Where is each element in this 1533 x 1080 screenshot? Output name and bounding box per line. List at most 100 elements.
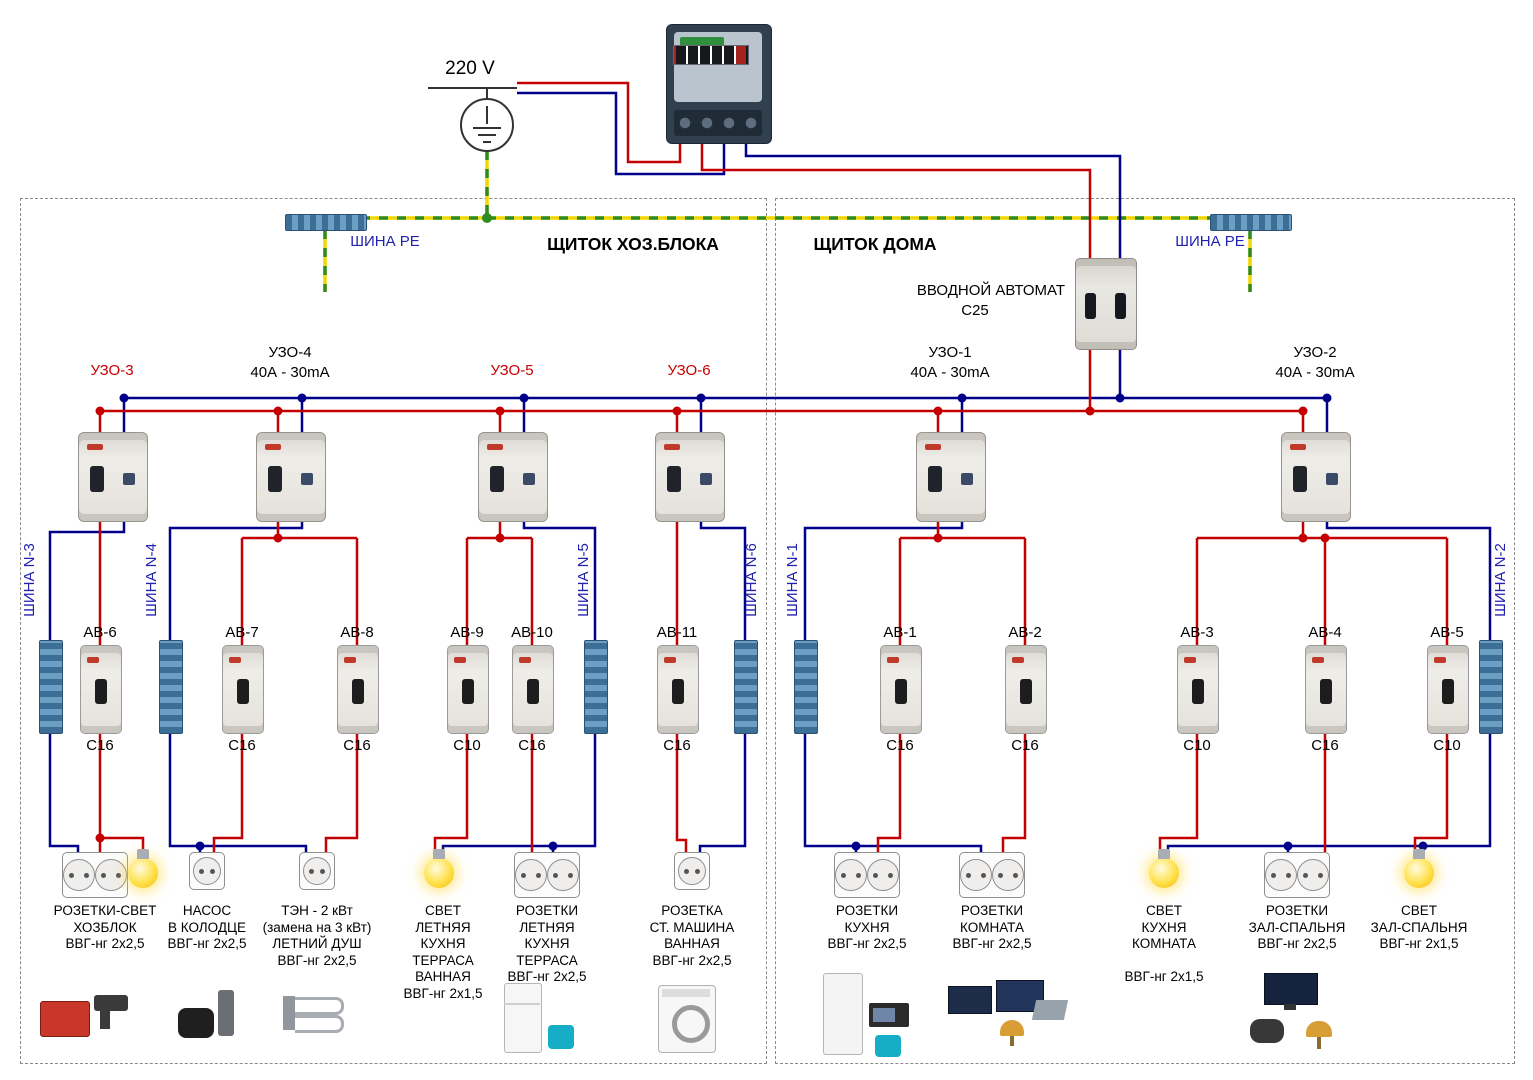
n-bus-label-n4: ШИНА N-4 — [143, 543, 160, 617]
double-socket-icon — [514, 852, 580, 898]
room-electronics-image — [948, 978, 1069, 1048]
socket-outlet — [1297, 859, 1329, 891]
breaker-rating-av1: C16 — [886, 737, 914, 754]
rcd-rating-uzo2: 40А - 30mA — [1275, 364, 1355, 381]
breaker-label-av5: АВ-5 — [1430, 624, 1464, 641]
breaker-device-av9 — [447, 645, 489, 734]
breaker-device-av1 — [880, 645, 922, 734]
main-breaker-rating: С25 — [961, 302, 989, 319]
phase-wires — [98, 81, 1449, 852]
fridge-image — [504, 983, 542, 1053]
breaker-rating-av3: C10 — [1183, 737, 1211, 754]
breaker-device-av11 — [657, 645, 699, 734]
n-busbar-n2 — [1479, 640, 1503, 734]
supply-voltage-label: 220 V — [445, 58, 495, 79]
main-circuit-breaker — [1075, 258, 1137, 350]
rcd-device-uzo3 — [78, 432, 148, 522]
main-breaker-label: ВВОДНОЙ АВТОМАТ — [916, 282, 1065, 299]
breaker-rating-av4: C16 — [1311, 737, 1339, 754]
drill-handle-image — [100, 1011, 110, 1029]
lamp-icon — [128, 849, 158, 888]
phase-junction-dots — [95, 406, 1330, 843]
pe-wire — [323, 151, 1252, 292]
rcd-test-button — [1326, 473, 1338, 485]
n-bus-label-n6: ШИНА N-6 — [743, 543, 760, 617]
rcd-rating-uzo1: 40А - 30mA — [910, 364, 990, 381]
breaker-device-av6 — [80, 645, 122, 734]
breaker-device-av8 — [337, 645, 379, 734]
pe-busbar-house — [1210, 214, 1292, 231]
rcd-device-uzo6 — [655, 432, 725, 522]
breaker-rating-av9: C10 — [453, 737, 481, 754]
ten-tube-image — [295, 1015, 344, 1033]
pe-busbar-hozblok — [285, 214, 367, 231]
meter-counter-display — [673, 45, 749, 65]
rcd-test-button — [961, 473, 973, 485]
hozblok-panel-border — [20, 198, 767, 1064]
hall-appliances-image — [1250, 973, 1346, 1059]
lamp-icon — [1149, 849, 1179, 888]
drill-image — [94, 995, 128, 1011]
meter-face — [674, 32, 762, 102]
socket-outlet — [835, 859, 867, 891]
load-label: РОЗЕТКИ КОМНАТА ВВГ-нг 2х2,5 — [952, 903, 1032, 951]
socket-icon — [189, 852, 225, 890]
socket-outlet — [193, 857, 221, 885]
n-bus-label-n2: ШИНА N-2 — [1492, 543, 1509, 617]
breaker-rating-av8: C16 — [343, 737, 371, 754]
breaker-label-av9: АВ-9 — [450, 624, 484, 641]
breaker-label-av6: АВ-6 — [83, 624, 117, 641]
breaker-device-av7 — [222, 645, 264, 734]
fridge-image — [823, 973, 863, 1055]
rcd-device-uzo1 — [916, 432, 986, 522]
washer-drum-image — [672, 1005, 710, 1043]
microwave-window — [873, 1008, 895, 1022]
rcd-test-button — [123, 473, 135, 485]
load-label: РОЗЕТКИ-СВЕТ ХОЗБЛОК ВВГ-нг 2х2,5 — [53, 903, 157, 951]
load-label: СВЕТ КУХНЯ КОМНАТА ВВГ-нг 2х1,5 — [1124, 903, 1204, 984]
table-lamp-base — [1317, 1037, 1321, 1049]
socket-icon — [299, 852, 335, 890]
rcd-label-uzo6: УЗО-6 — [667, 362, 711, 379]
laptop-image — [1031, 1000, 1069, 1020]
table-lamp-image — [1306, 1021, 1332, 1037]
breaker-rating-av11: C16 — [663, 737, 691, 754]
lamp-icon — [1404, 849, 1434, 888]
socket-outlet — [678, 857, 706, 885]
rcd-device-uzo2 — [1281, 432, 1351, 522]
double-socket-icon — [959, 852, 1025, 898]
rcd-device-uzo4 — [256, 432, 326, 522]
kitchen-appliances-image — [823, 973, 915, 1061]
breaker-device-av2 — [1005, 645, 1047, 734]
breaker-label-av4: АВ-4 — [1308, 624, 1342, 641]
load-label: СВЕТ ЛЕТНЯЯ КУХНЯ ТЕРРАСА ВАННАЯ ВВГ-нг … — [403, 903, 483, 1001]
house-panel-title: ЩИТОК ДОМА — [813, 234, 937, 254]
socket-outlet — [547, 859, 579, 891]
breaker-label-av7: АВ-7 — [225, 624, 259, 641]
breaker-device-av10 — [512, 645, 554, 734]
breaker-rating-av7: C16 — [228, 737, 256, 754]
rcd-label-uzo3: УЗО-3 — [90, 362, 134, 379]
double-socket-icon — [834, 852, 900, 898]
washing-machine-image — [658, 985, 718, 1055]
load-label: РОЗЕТКИ ЛЕТНЯЯ КУХНЯ ТЕРРАСА ВВГ-нг 2х2,… — [507, 903, 587, 984]
neutral-junction-dots — [119, 393, 1428, 851]
tv-image — [948, 986, 992, 1014]
tv-stand — [1284, 1004, 1296, 1010]
socket-outlet — [95, 859, 127, 891]
breaker-rating-av5: C10 — [1433, 737, 1461, 754]
pe-bus-label-left: ШИНА PE — [350, 233, 420, 250]
welding-machine-image — [40, 1001, 90, 1037]
kettle-image — [548, 1025, 574, 1049]
ground-symbol — [428, 87, 517, 152]
breaker-label-av3: АВ-3 — [1180, 624, 1214, 641]
n-bus-label-n1: ШИНА N-1 — [784, 543, 801, 617]
socket-outlet — [515, 859, 547, 891]
n-busbar-n6 — [734, 640, 758, 734]
n-busbar-n3 — [39, 640, 63, 734]
hozblok-appliances-image — [40, 985, 140, 1055]
n-bus-label-n5: ШИНА N-5 — [575, 543, 592, 617]
table-lamp-image — [1000, 1020, 1024, 1036]
load-label: РОЗЕТКИ ЗАЛ-СПАЛЬНЯ ВВГ-нг 2х2,5 — [1248, 903, 1346, 951]
